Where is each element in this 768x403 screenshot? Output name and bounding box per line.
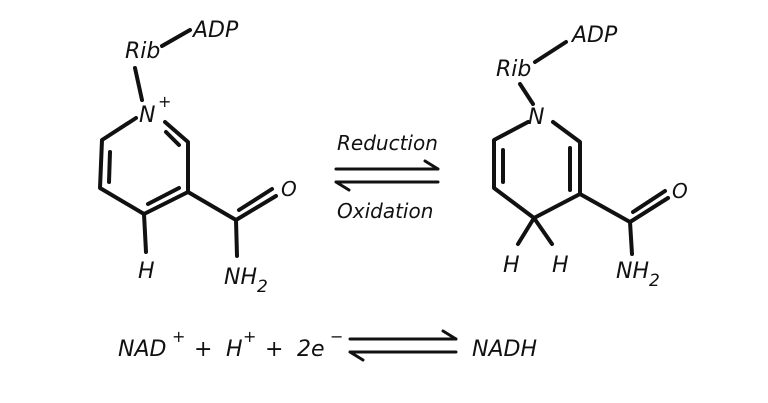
left-ring-double-bond-2 [146, 186, 181, 206]
nad-plus-structure: Rib ADP N + H O NH2 [98, 18, 297, 297]
right-rib-n-bond [518, 82, 535, 106]
nadh-structure: Rib ADP N H H O NH2 [492, 23, 688, 291]
right-ch-bond-right [532, 216, 554, 246]
equation-forward-arrow [348, 329, 458, 341]
right-amide-subscript: 2 [649, 271, 660, 291]
proton-label: H [226, 337, 243, 362]
left-rib-n-bond [133, 66, 144, 102]
nadh-label: NADH [472, 337, 537, 362]
right-ring-bonds [492, 120, 582, 220]
reduction-label: Reduction [337, 131, 438, 155]
left-amide-n-label: NH2 [224, 265, 268, 297]
left-carbonyl-bond [234, 187, 278, 222]
equation-reverse-arrow [348, 350, 458, 362]
left-hydrogen-label: H [138, 259, 155, 284]
left-amide-n: NH [224, 265, 257, 290]
right-oxygen-label: O [672, 179, 688, 203]
proton-charge: + [243, 327, 256, 346]
oxidation-label: Oxidation [337, 199, 433, 223]
left-amide-subscript: 2 [257, 277, 268, 297]
left-c-n-bond [234, 218, 239, 258]
right-hydrogen-left-label: H [503, 253, 520, 278]
left-ring-double-bond-3 [164, 130, 181, 147]
right-rib-label: Rib [496, 57, 531, 82]
right-amide-n: NH [616, 259, 649, 284]
right-hydrogen-right-label: H [552, 253, 569, 278]
redox-equilibrium: Reduction Oxidation [334, 131, 440, 223]
left-ch-bond [142, 212, 148, 254]
left-ring-double-bond-1 [107, 150, 112, 184]
nad-label: NAD [118, 337, 166, 362]
plus-sign-2: + [265, 337, 283, 362]
oxidation-arrow [334, 180, 440, 192]
left-c-amide-bond [186, 190, 238, 222]
overall-equation: NAD + + H + + 2e − NADH [118, 327, 537, 362]
left-rib-adp-bond [160, 28, 192, 48]
left-oxygen-label: O [281, 177, 297, 201]
reduction-arrow [334, 159, 440, 171]
left-ring-bonds [98, 116, 190, 216]
nad-charge: + [172, 327, 185, 346]
left-nitrogen-label: N [139, 103, 155, 128]
plus-sign-1: + [194, 337, 212, 362]
electrons-label: 2e [297, 337, 325, 362]
right-carbonyl-bond [628, 189, 670, 224]
right-c-amide-bond [578, 192, 632, 224]
electron-charge: − [330, 327, 343, 346]
right-ch-bond-left [516, 216, 536, 246]
right-adp-label: ADP [570, 23, 618, 48]
right-rib-adp-bond [533, 40, 568, 64]
right-c-n-bond [628, 220, 634, 256]
left-adp-label: ADP [191, 18, 239, 43]
right-nitrogen-label: N [528, 105, 544, 130]
left-rib-label: Rib [125, 39, 160, 64]
right-amide-n-label: NH2 [616, 259, 660, 291]
left-nitrogen-charge: + [158, 92, 171, 111]
